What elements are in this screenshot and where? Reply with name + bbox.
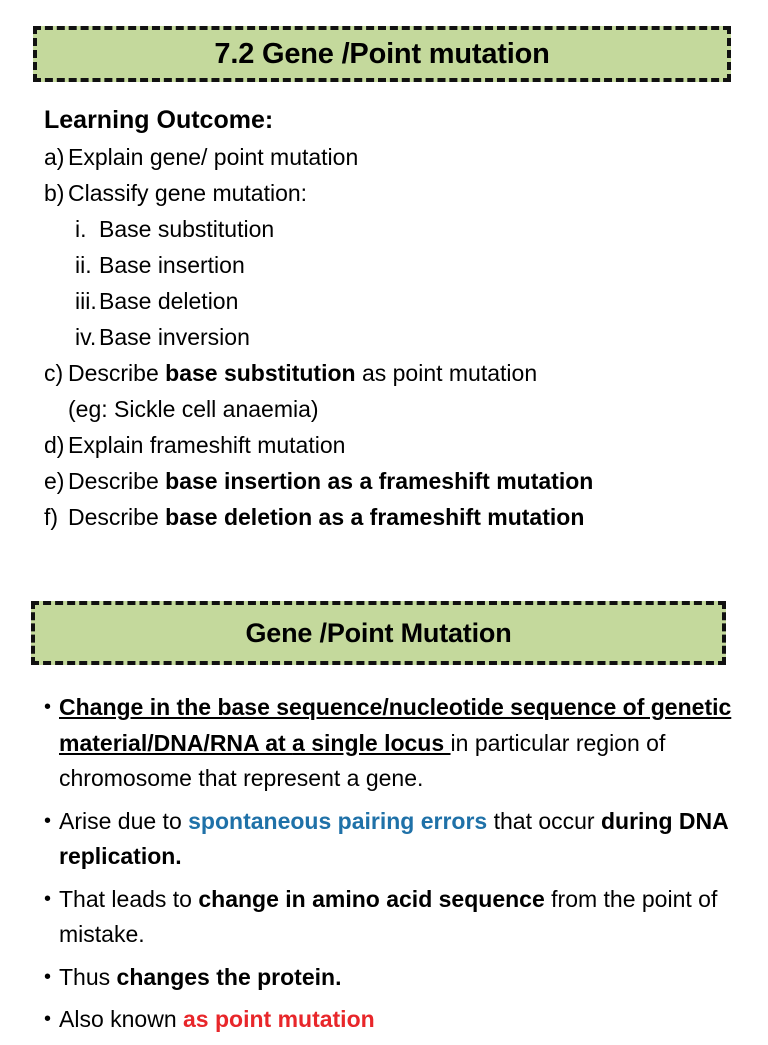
outcome-text-d: Explain frameshift mutation [68,432,346,458]
outcome-text-iii: Base deletion [99,288,239,314]
outcome-f-pre: Describe [68,504,166,530]
cause-highlight-blue: spontaneous pairing errors [188,807,488,834]
protein-bold: changes the protein. [116,963,342,990]
definition-bullet-list: • Change in the base sequence/nucleotide… [44,690,750,1045]
outcome-text-i: Base substitution [99,216,275,242]
page-title: 7.2 Gene /Point mutation [214,37,550,70]
outcome-marker-e: e) [44,468,65,494]
outcome-text-f: Describe base deletion as a frameshift m… [68,499,744,535]
list-item: • Thus changes the protein. [44,960,750,996]
bullet-text-alias: Also known as point mutation [59,1002,750,1038]
outcome-marker-ii: ii. [75,252,92,278]
outcome-text-c: Describe base substitution as point muta… [68,355,744,391]
alias-pre: Also known [59,1006,184,1032]
effect-post: from the point of mistake. [59,885,718,948]
outcome-text-ii: Base insertion [99,252,245,278]
bullet-icon: • [44,1008,52,1030]
outcome-text-b: Classify gene mutation: [68,180,308,206]
outcome-item-b: b) Classify gene mutation: [44,175,744,211]
outcome-marker-f: f) [44,504,65,530]
protein-pre: Thus [59,963,117,990]
outcome-text-a: Explain gene/ point mutation [68,144,359,170]
outcome-marker-d: d) [44,432,65,458]
learning-outcome-section: Learning Outcome: a) Explain gene/ point… [44,104,744,535]
bullet-icon: • [44,887,52,910]
outcome-item-d: d) Explain frameshift mutation [44,427,744,463]
definition-bold-underline-locus: a single locus [292,729,451,756]
outcome-c-bold: base substitution [165,360,356,386]
bullet-icon: • [44,809,52,832]
outcome-f-bold: base deletion as a frameshift mutation [165,504,585,530]
outcome-subitem-iv: iv. Base inversion [44,319,744,355]
outcome-e-bold: base insertion as a frameshift mutation [165,468,594,494]
list-item: • Change in the base sequence/nucleotide… [44,690,750,797]
list-item: • That leads to change in amino acid seq… [44,882,750,953]
effect-bold: change in amino acid sequence [198,885,545,912]
outcome-item-f: f) Describe base deletion as a frameshif… [44,499,744,535]
outcome-subitem-iii: iii. Base deletion [44,283,744,319]
outcome-subitem-i: i. Base substitution [44,211,744,247]
outcome-text-iv: Base inversion [99,324,250,350]
bullet-text-cause: Arise due to spontaneous pairing errors … [59,804,750,875]
list-item: • Also known as point mutation [44,1002,750,1038]
outcome-c-post: as point mutation [355,360,538,386]
bullet-text-protein: Thus changes the protein. [59,960,750,996]
bullet-icon: • [44,965,52,988]
bullet-text-definition: Change in the base sequence/nucleotide s… [59,690,750,797]
outcome-marker-iv: iv. [75,324,97,350]
alias-highlight-red: as point mutation [183,1006,375,1032]
cause-pre: Arise due to [59,807,189,834]
outcome-marker-a: a) [44,144,65,170]
outcome-text-c-example: (eg: Sickle cell anaemia) [68,396,319,422]
section-banner-gene-point-mutation: 7.2 Gene /Point mutation [33,26,731,82]
cause-mid: that occur [487,807,601,834]
outcome-marker-i: i. [75,216,87,242]
outcome-text-e: Describe base insertion as a frameshift … [68,463,744,499]
cause-bold: during DNA replication. [59,807,728,870]
outcome-item-e: e) Describe base insertion as a frameshi… [44,463,744,499]
definition-bold-underline-main: Change in the base sequence/nucleotide s… [59,694,732,756]
learning-outcome-heading: Learning Outcome: [44,106,274,134]
bullet-icon: • [44,696,52,718]
outcome-c-pre: Describe [68,360,166,386]
effect-pre: That leads to [59,885,199,912]
outcome-marker-b: b) [44,180,65,206]
definition-plain-tail: in particular region of chromosome that … [59,729,666,792]
outcome-item-c: c) Describe base substitution as point m… [44,355,744,391]
section-title: Gene /Point Mutation [245,617,512,648]
section-banner-gene-point-mutation-definition: Gene /Point Mutation [31,601,726,665]
outcome-marker-c: c) [44,360,64,386]
list-item: • Arise due to spontaneous pairing error… [44,804,750,875]
outcome-subitem-ii: ii. Base insertion [44,247,744,283]
outcome-e-pre: Describe [68,468,166,494]
outcome-item-c-continuation: (eg: Sickle cell anaemia) [44,391,744,427]
outcome-marker-iii: iii. [75,288,97,314]
bullet-text-effect: That leads to change in amino acid seque… [59,882,750,953]
outcome-item-a: a) Explain gene/ point mutation [44,139,744,175]
